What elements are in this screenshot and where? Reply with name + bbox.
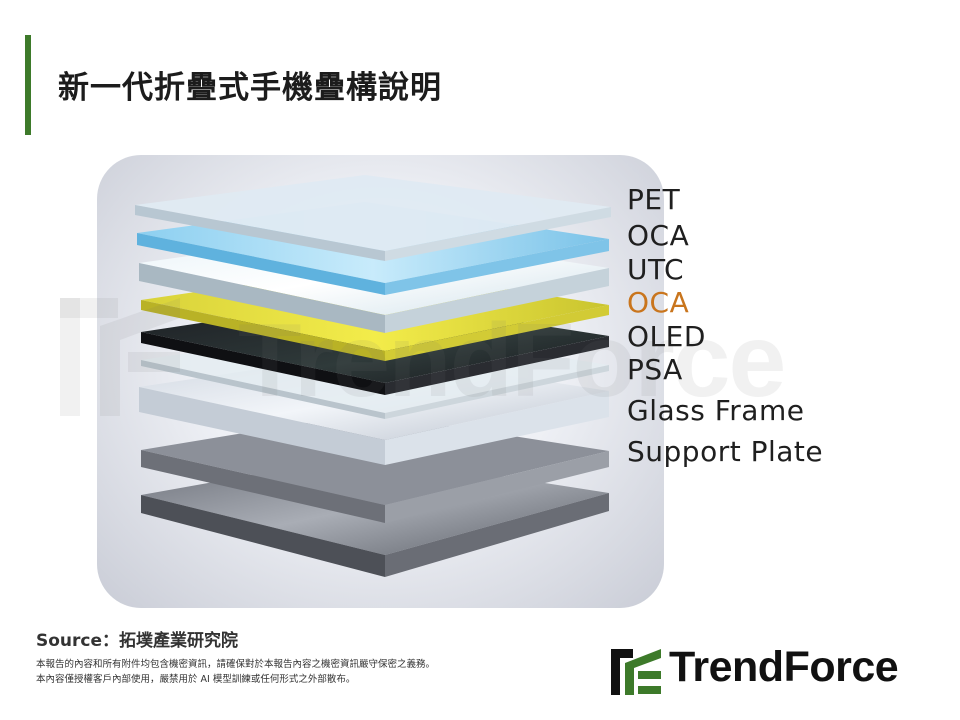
disclaimer-line-1: 本報告的內容和所有附件均包含機密資訊，請確保對於本報告內容之機密資訊嚴守保密之義… xyxy=(36,659,436,670)
source-note: Source：拓墣產業研究院 xyxy=(36,631,239,651)
confidentiality-notice: 本報告的內容和所有附件均包含機密資訊，請確保對於本報告內容之機密資訊嚴守保密之義… xyxy=(36,657,435,687)
disclaimer-line-2: 本內容僅授權客戶內部使用，嚴禁用於 AI 模型訓練或任何形式之外部散布。 xyxy=(36,674,356,685)
layer-label-glass-frame: Glass Frame xyxy=(627,394,805,427)
layer-label-support-plate: Support Plate xyxy=(627,435,824,468)
trendforce-logo-icon xyxy=(611,649,661,695)
layer-label-oca-1: OCA xyxy=(627,219,690,252)
trendforce-logo-text: TrendForce xyxy=(669,643,899,691)
pet-layer xyxy=(135,175,611,261)
watermark-text: TrendForce xyxy=(238,303,786,419)
layer-label-utc: UTC xyxy=(627,253,685,286)
layer-label-psa: PSA xyxy=(627,353,683,386)
page-title: 新一代折疊式手機疊構說明 xyxy=(58,70,442,106)
title-accent-bar xyxy=(25,35,31,135)
layer-labels-list: PET OCA UTC OCA OLED PSA Glass Frame Sup… xyxy=(627,0,957,480)
layer-stack-illustration xyxy=(97,155,664,608)
layer-label-oled: OLED xyxy=(627,320,706,353)
trendforce-logo: TrendForce xyxy=(611,643,931,699)
layer-label-oca-2: OCA xyxy=(627,286,690,319)
layer-label-pet: PET xyxy=(627,183,681,216)
